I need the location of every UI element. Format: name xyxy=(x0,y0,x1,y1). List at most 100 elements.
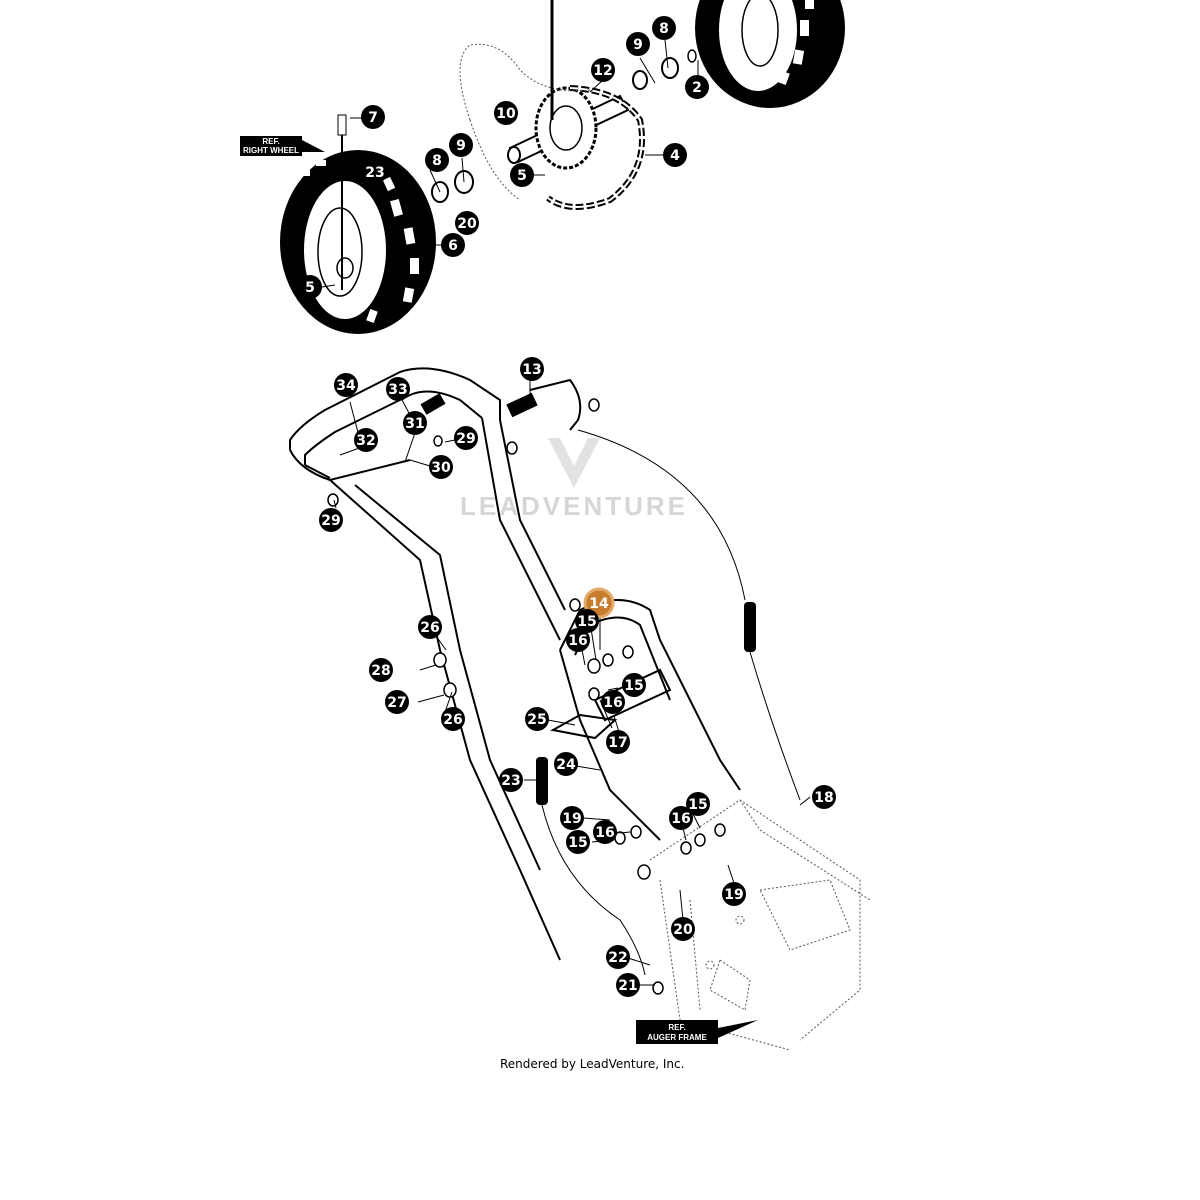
callout-29[interactable]: 29 xyxy=(454,426,478,450)
callout-7[interactable]: 7 xyxy=(361,105,385,129)
callout-number: 32 xyxy=(356,433,375,449)
callout-number: 24 xyxy=(556,757,576,773)
callout-15[interactable]: 15 xyxy=(686,792,710,816)
callout-32[interactable]: 32 xyxy=(354,428,378,452)
callout-number: 15 xyxy=(568,835,587,851)
callout-number: 18 xyxy=(814,790,833,806)
callout-21[interactable]: 21 xyxy=(616,973,640,997)
ref-right-wheel-line2: RIGHT WHEEL xyxy=(243,146,299,155)
callout-number: 31 xyxy=(405,416,424,432)
ref-auger-frame-line2: AUGER FRAME xyxy=(647,1033,707,1042)
callout-18[interactable]: 18 xyxy=(812,785,836,809)
callout-8[interactable]: 8 xyxy=(652,16,676,40)
callout-26[interactable]: 26 xyxy=(418,615,442,639)
callout-circle xyxy=(566,628,590,652)
callout-23[interactable]: 23 xyxy=(363,160,387,184)
callout-circle xyxy=(616,973,640,997)
callout-circle xyxy=(425,148,449,172)
callout-19[interactable]: 19 xyxy=(560,806,584,830)
callout-number: 34 xyxy=(336,378,356,394)
callout-number: 23 xyxy=(365,165,384,181)
callout-circle xyxy=(334,373,358,397)
callout-circle xyxy=(601,690,625,714)
callout-circle xyxy=(669,806,693,830)
callout-number: 29 xyxy=(456,431,475,447)
callout-number: 14 xyxy=(589,596,609,612)
callout-number: 10 xyxy=(496,106,516,122)
callout-number: 12 xyxy=(593,63,612,79)
callout-15[interactable]: 15 xyxy=(575,609,599,633)
callout-circle xyxy=(593,820,617,844)
callout-25[interactable]: 25 xyxy=(525,707,549,731)
callout-4[interactable]: 4 xyxy=(663,143,687,167)
callout-circle xyxy=(722,882,746,906)
callout-number: 7 xyxy=(368,110,378,126)
callout-5[interactable]: 5 xyxy=(298,275,322,299)
callout-16[interactable]: 16 xyxy=(593,820,617,844)
callout-14-highlighted[interactable]: 14 xyxy=(583,587,615,619)
callout-circle xyxy=(454,426,478,450)
callout-circle xyxy=(520,357,544,381)
callout-30[interactable]: 30 xyxy=(429,455,453,479)
callout-circle xyxy=(566,830,590,854)
callout-number: 2 xyxy=(692,80,702,96)
callout-circle xyxy=(403,411,427,435)
callout-33[interactable]: 33 xyxy=(386,377,410,401)
callout-10[interactable]: 10 xyxy=(494,101,518,125)
callout-circle xyxy=(386,377,410,401)
callout-circle xyxy=(626,32,650,56)
callout-number: 20 xyxy=(457,216,477,232)
callout-6[interactable]: 6 xyxy=(441,233,465,257)
callout-number: 8 xyxy=(659,21,669,37)
callout-9[interactable]: 9 xyxy=(626,32,650,56)
callout-number: 16 xyxy=(603,695,622,711)
callout-24[interactable]: 24 xyxy=(554,752,578,776)
callout-2[interactable]: 2 xyxy=(685,75,709,99)
callout-circle xyxy=(652,16,676,40)
callout-number: 5 xyxy=(305,280,315,296)
callout-number: 25 xyxy=(527,712,546,728)
callout-27[interactable]: 27 xyxy=(385,690,409,714)
callout-number: 17 xyxy=(608,735,627,751)
callout-circle xyxy=(369,658,393,682)
callout-26[interactable]: 26 xyxy=(441,707,465,731)
callout-34[interactable]: 34 xyxy=(334,373,358,397)
callout-28[interactable]: 28 xyxy=(369,658,393,682)
callout-circle xyxy=(494,101,518,125)
callout-29[interactable]: 29 xyxy=(319,508,343,532)
callout-16[interactable]: 16 xyxy=(601,690,625,714)
callout-circle xyxy=(591,58,615,82)
callout-circle xyxy=(385,690,409,714)
callout-circle xyxy=(575,609,599,633)
callout-8[interactable]: 8 xyxy=(425,148,449,172)
callout-23[interactable]: 23 xyxy=(499,768,523,792)
callout-20[interactable]: 20 xyxy=(671,917,695,941)
callout-31[interactable]: 31 xyxy=(403,411,427,435)
callout-9[interactable]: 9 xyxy=(449,133,473,157)
callout-19[interactable]: 19 xyxy=(722,882,746,906)
callout-circle xyxy=(671,917,695,941)
callout-number: 22 xyxy=(608,950,627,966)
callout-number: 30 xyxy=(431,460,451,476)
callout-13[interactable]: 13 xyxy=(520,357,544,381)
callout-16[interactable]: 16 xyxy=(669,806,693,830)
callout-5[interactable]: 5 xyxy=(510,163,534,187)
callout-12[interactable]: 12 xyxy=(591,58,615,82)
callout-15[interactable]: 15 xyxy=(566,830,590,854)
callout-number: 19 xyxy=(724,887,743,903)
callout-circle xyxy=(685,75,709,99)
callout-circle xyxy=(441,707,465,731)
callout-circle xyxy=(441,233,465,257)
callout-16[interactable]: 16 xyxy=(566,628,590,652)
callout-17[interactable]: 17 xyxy=(606,730,630,754)
callout-number: 6 xyxy=(448,238,458,254)
callout-number: 27 xyxy=(387,695,406,711)
callout-number: 16 xyxy=(568,633,587,649)
callout-22[interactable]: 22 xyxy=(606,945,630,969)
callout-number: 16 xyxy=(671,811,690,827)
callout-15[interactable]: 15 xyxy=(622,673,646,697)
callout-20[interactable]: 20 xyxy=(455,211,479,235)
callout-circle xyxy=(455,211,479,235)
leadventure-watermark: LEADVENTURE xyxy=(460,438,685,521)
